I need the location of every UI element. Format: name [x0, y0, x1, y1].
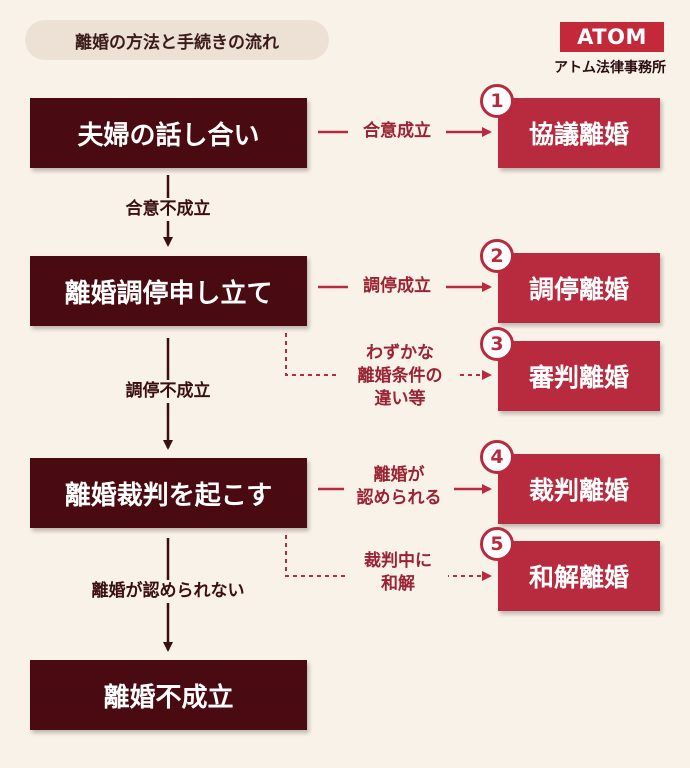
number-badge-5: 5	[480, 527, 514, 561]
step-discussion: 夫婦の話し合い	[30, 98, 307, 168]
logo-subtitle: アトム法律事務所	[554, 60, 666, 76]
outcome-kyogi-rikon: 協議離婚	[498, 98, 660, 168]
outcome-chotei-rikon: 調停離婚	[498, 253, 660, 323]
down-label-3: 離婚が認められない	[74, 580, 262, 603]
step-not-established: 離婚不成立	[30, 660, 307, 730]
page-title: 離婚の方法と手続きの流れ	[25, 20, 329, 60]
number-badge-4: 4	[480, 440, 514, 474]
outcome-wakai-rikon: 和解離婚	[498, 541, 660, 611]
down-label-2: 調停不成立	[108, 380, 228, 403]
condition-label-2: 調停成立	[348, 275, 446, 298]
step-trial: 離婚裁判を起こす	[30, 458, 307, 528]
step-mediation: 離婚調停申し立て	[30, 256, 307, 326]
condition-label-3: わずかな 離婚条件の 違い等	[340, 342, 460, 411]
condition-label-1: 合意成立	[348, 120, 446, 143]
number-badge-1: 1	[480, 84, 514, 118]
condition-label-5: 裁判中に 和解	[348, 550, 448, 596]
condition-label-4: 離婚が 認められる	[344, 464, 454, 510]
outcome-saiban-rikon: 裁判離婚	[498, 454, 660, 524]
number-badge-2: 2	[480, 239, 514, 273]
outcome-shinpan-rikon: 審判離婚	[498, 341, 660, 411]
number-badge-3: 3	[480, 327, 514, 361]
atom-logo: ATOM	[560, 22, 664, 52]
down-label-1: 合意不成立	[108, 198, 228, 221]
